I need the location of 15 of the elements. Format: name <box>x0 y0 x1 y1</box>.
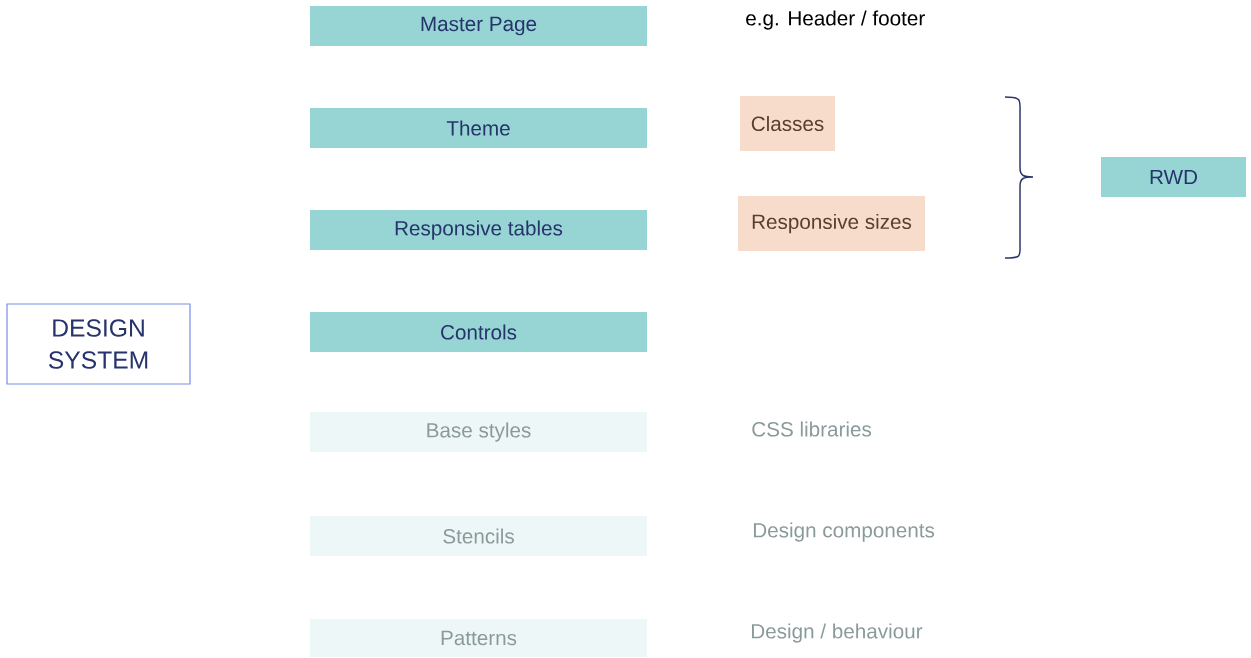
process-box: Master Page <box>310 6 647 46</box>
process-box: Stencils <box>310 516 647 556</box>
tag-box: Classes <box>740 96 835 151</box>
process-box: Theme <box>310 108 647 148</box>
process-box: Controls <box>310 312 647 352</box>
title-box: DESIGN SYSTEM <box>6 303 191 385</box>
note-text: Design components <box>753 522 935 542</box>
note-text: e.g. Header / footer <box>746 10 925 30</box>
process-box: RWD <box>1101 157 1246 197</box>
tag-box: Responsive sizes <box>738 196 925 251</box>
process-box: Patterns <box>310 619 647 657</box>
note-text: CSS libraries <box>752 421 872 437</box>
process-box: Responsive tables <box>310 210 647 250</box>
process-box: Base styles <box>310 412 647 452</box>
note-text: Design / behaviour <box>751 623 923 643</box>
